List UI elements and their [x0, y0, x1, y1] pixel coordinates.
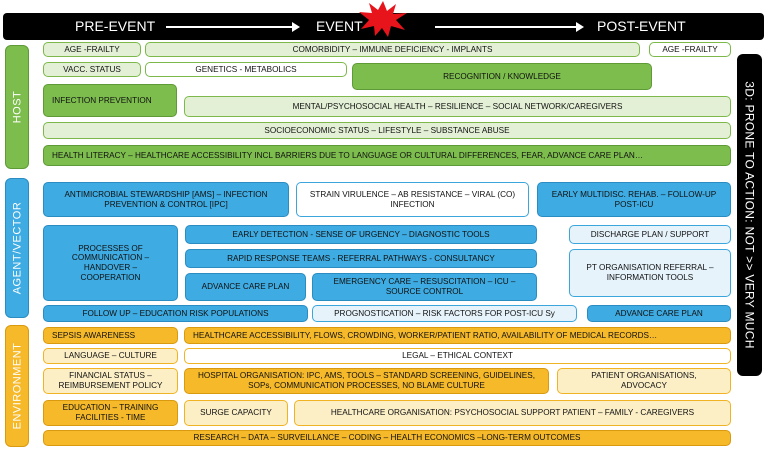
early-detection: EARLY DETECTION - SENSE OF URGENCY – DIA… [185, 225, 537, 244]
age-frailty-post: AGE -FRAILTY [649, 42, 731, 57]
post-event-label: POST-EVENT [597, 18, 686, 34]
proneness-scale-bar: 3D: PRONE TO ACTION: NOT >> VERY MUCH [737, 54, 762, 376]
patient-organisations: PATIENT ORGANISATIONS, ADVOCACY [557, 368, 731, 394]
advance-care-plan-post: ADVANCE CARE PLAN [587, 305, 731, 322]
socioeconomic-status: SOCIOECONOMIC STATUS – LIFESTYLE – SUBST… [43, 122, 731, 139]
early-multidisc-rehab: EARLY MULTIDISC. REHAB. – FOLLOW-UP POST… [537, 182, 731, 217]
genetics-metabolics: GENETICS - METABOLICS [145, 62, 347, 77]
healthcare-organisation: HEALTHCARE ORGANISATION: PSYCHOSOCIAL SU… [294, 400, 731, 426]
hospital-organisation: HOSPITAL ORGANISATION: IPC, AMS, TOOLS –… [184, 368, 549, 394]
event-label: EVENT [316, 18, 363, 34]
recognition-knowledge: RECOGNITION / KNOWLEDGE [352, 63, 652, 90]
education-training: EDUCATION – TRAINING FACILITIES - TIME [43, 400, 178, 426]
event-star-icon [359, 1, 407, 37]
age-frailty-pre: AGE -FRAILTY [43, 42, 141, 57]
research-data: RESEARCH – DATA – SURVEILLANCE – CODING … [43, 430, 731, 446]
discharge-plan: DISCHARGE PLAN / SUPPORT [569, 225, 731, 244]
arrow-head-right [576, 22, 584, 32]
infection-prevention: INFECTION PREVENTION [43, 84, 177, 117]
host-side-label: HOST [5, 45, 29, 169]
mental-psychosocial-health: MENTAL/PSYCHOSOCIAL HEALTH – RESILIENCE … [184, 96, 731, 117]
rapid-response-teams: RAPID RESPONSE TEAMS - REFERRAL PATHWAYS… [185, 249, 537, 268]
prognostication: PROGNOSTICATION – RISK FACTORS FOR POST-… [312, 305, 577, 322]
healthcare-accessibility: HEALTHCARE ACCESSIBILITY, FLOWS, CROWDIN… [184, 327, 731, 344]
agent-vector-side-label: AGENT/VECTOR [5, 178, 29, 318]
emergency-care: EMERGENCY CARE – RESUSCITATION – ICU – S… [312, 273, 537, 301]
arrow-line-right [435, 26, 577, 28]
arrow-head-left [292, 22, 300, 32]
pt-organisation-referral: PT ORGANISATION REFERRAL – INFORMATION T… [569, 249, 731, 297]
strain-virulence: STRAIN VIRULENCE – AB RESISTANCE – VIRAL… [296, 182, 529, 217]
surge-capacity: SURGE CAPACITY [184, 400, 288, 426]
financial-status: FINANCIAL STATUS – REIMBURSEMENT POLICY [43, 368, 178, 394]
pre-event-label: PRE-EVENT [75, 18, 156, 34]
arrow-line-left [166, 26, 293, 28]
environment-side-label: ENVIRONMENT [5, 325, 29, 447]
vacc-status: VACC. STATUS [43, 62, 141, 77]
processes-of-communication: PROCESSES OF COMMUNICATION – HANDOVER – … [43, 225, 178, 301]
language-culture: LANGUAGE – CULTURE [43, 348, 178, 364]
follow-up-education: FOLLOW UP – EDUCATION RISK POPULATIONS [43, 305, 308, 322]
health-literacy: HEALTH LITERACY – HEALTHCARE ACCESSIBILI… [43, 145, 731, 166]
advance-care-plan-mid: ADVANCE CARE PLAN [185, 273, 306, 301]
antimicrobial-stewardship: ANTIMICROBIAL STEWARDSHIP [AMS] – INFECT… [43, 182, 289, 217]
legal-ethical-context: LEGAL – ETHICAL CONTEXT [184, 348, 731, 364]
comorbidity: COMORBIDITY – IMMUNE DEFICIENCY - IMPLAN… [145, 42, 640, 57]
sepsis-awareness: SEPSIS AWARENESS [43, 327, 178, 344]
